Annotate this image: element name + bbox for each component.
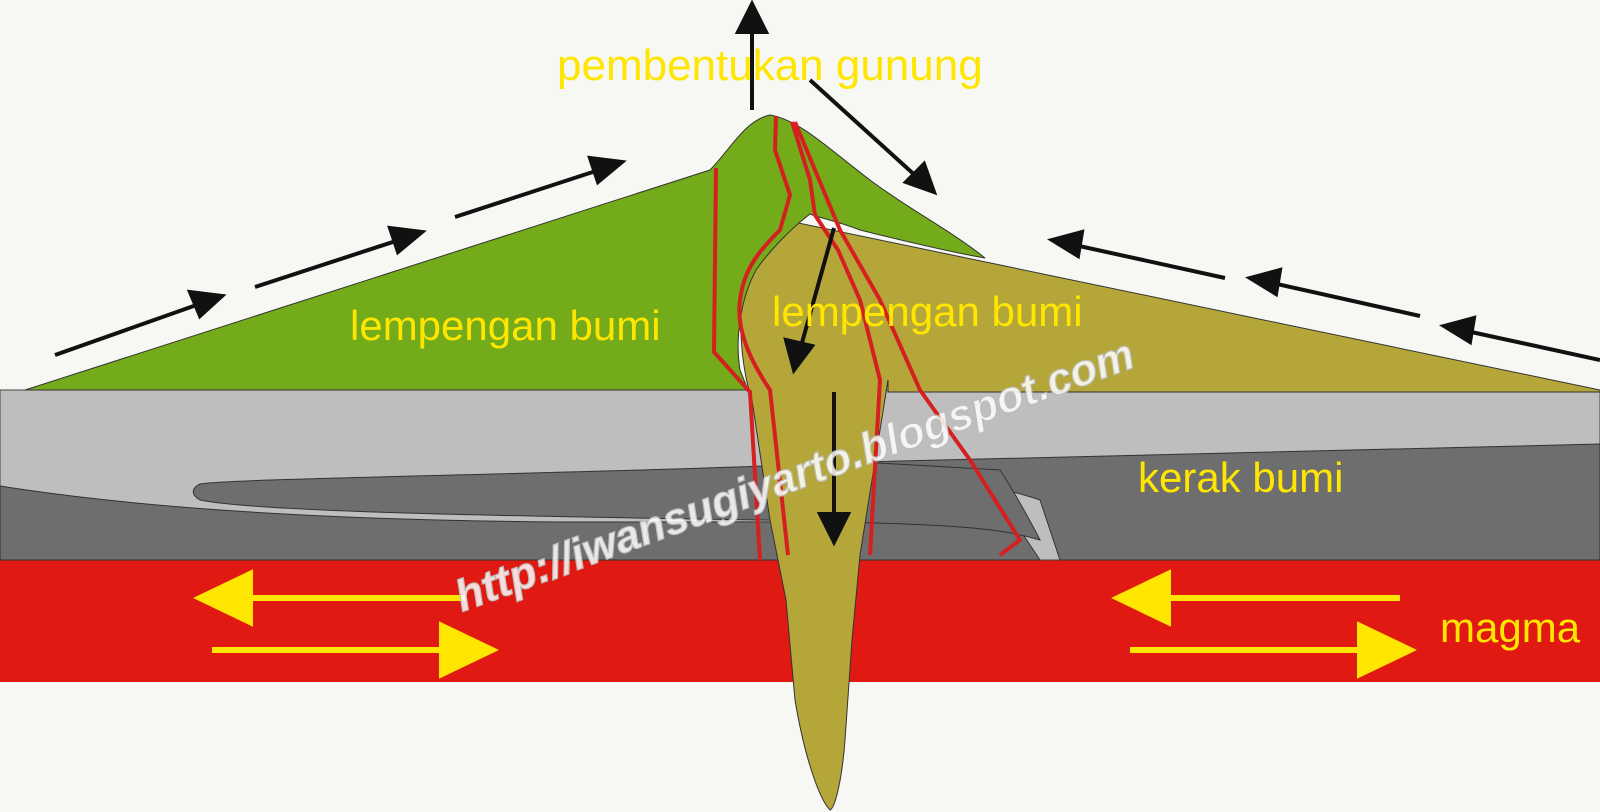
label-crust: kerak bumi: [1138, 454, 1343, 501]
subduction-arrows: [783, 227, 852, 547]
plate-motion-arrows-right: [1046, 229, 1600, 362]
arrow-right-1: [1069, 242, 1226, 280]
plate-left: [24, 114, 986, 391]
arrow-right-2: [1267, 280, 1421, 318]
arrow-left-1: [54, 300, 206, 357]
slope-arrow: [808, 78, 938, 196]
label-plate-left: lempengan bumi: [350, 302, 661, 349]
arrow-right-3: [1461, 328, 1600, 362]
arrow-left-2: [254, 236, 406, 289]
label-mountain-formation: pembentukan gunung: [557, 41, 983, 90]
arrow-left-3: [454, 166, 606, 219]
uplift-arrow: [734, 0, 770, 110]
magma-convection-arrows: [193, 569, 1417, 679]
label-magma: magma: [1440, 604, 1581, 651]
fault-lines: [712, 115, 1022, 561]
label-plate-right: lempengan bumi: [772, 288, 1083, 335]
plate-motion-arrows-left: [54, 155, 627, 357]
